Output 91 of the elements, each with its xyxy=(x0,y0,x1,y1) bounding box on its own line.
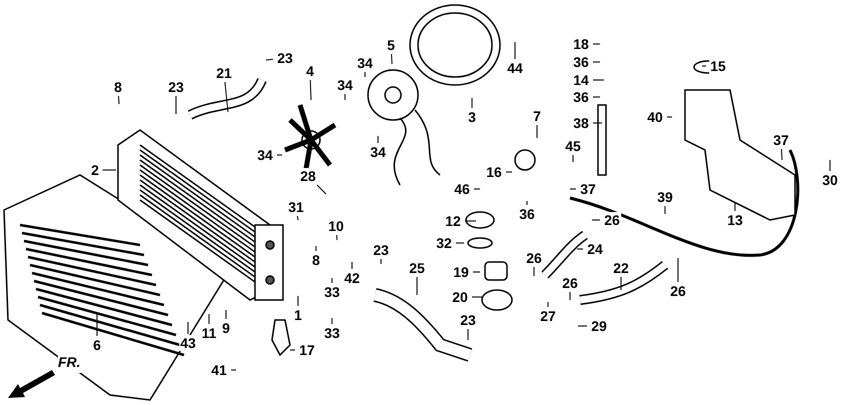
callout-number: 45 xyxy=(564,138,582,154)
callout-number: 26 xyxy=(561,275,579,291)
callout-number: 25 xyxy=(408,260,426,276)
callout-number: 26 xyxy=(525,250,543,266)
callout-number: 17 xyxy=(298,342,316,358)
callout-number: 26 xyxy=(603,212,621,228)
callout-number: 27 xyxy=(539,308,557,324)
leader-line xyxy=(224,82,228,112)
callout-number: 33 xyxy=(323,284,341,300)
callout-number: 21 xyxy=(215,65,233,81)
leader-line xyxy=(474,188,480,190)
leader-line xyxy=(416,276,418,296)
callout-number: 22 xyxy=(612,260,630,276)
callout-number: 46 xyxy=(453,181,471,197)
leader-line xyxy=(526,200,528,206)
callout-number: 19 xyxy=(452,264,470,280)
leader-line xyxy=(344,94,346,100)
callout-number: 12 xyxy=(444,213,462,229)
callout-number: 1 xyxy=(293,307,303,323)
callout-number: 2 xyxy=(90,162,100,178)
callout-number: 26 xyxy=(669,283,687,299)
leader-line xyxy=(96,312,98,336)
callout-number: 9 xyxy=(221,320,231,336)
callout-number: 8 xyxy=(113,79,123,95)
callout-number: 39 xyxy=(656,189,674,205)
leader-line xyxy=(592,96,600,98)
leader-line xyxy=(276,154,282,156)
callout-number: 14 xyxy=(572,72,590,88)
callout-number: 23 xyxy=(276,50,294,66)
callout-number: 23 xyxy=(459,312,477,328)
leader-line xyxy=(664,206,666,214)
leader-line xyxy=(336,234,338,240)
leader-line xyxy=(472,296,482,298)
leader-line xyxy=(780,148,782,160)
leader-line xyxy=(514,42,516,60)
callout-number: 32 xyxy=(435,235,453,251)
leader-line xyxy=(310,80,312,100)
callout-number: 29 xyxy=(590,318,608,334)
callout-number: 42 xyxy=(343,270,361,286)
callout-number: 31 xyxy=(287,199,305,215)
leader-line xyxy=(666,116,672,118)
callout-number: 11 xyxy=(200,325,218,341)
leader-line xyxy=(316,184,326,194)
callout-number: 37 xyxy=(772,132,790,148)
callout-number: 20 xyxy=(451,289,469,305)
leader-line xyxy=(464,220,476,222)
callout-number: 34 xyxy=(369,144,387,160)
leader-line xyxy=(570,188,576,190)
callout-number: 43 xyxy=(179,335,197,351)
callout-number: 38 xyxy=(572,115,590,131)
leader-line xyxy=(592,122,602,124)
callout-number: 36 xyxy=(518,206,536,222)
callout-number: 24 xyxy=(586,241,604,257)
callout-number: 23 xyxy=(372,242,390,258)
callout-number: 3 xyxy=(467,109,477,125)
callout-number: 36 xyxy=(572,89,590,105)
callout-number: 6 xyxy=(92,337,102,353)
callout-number: 23 xyxy=(167,79,185,95)
callout-number: 28 xyxy=(299,168,317,184)
callout-number: 10 xyxy=(327,218,345,234)
callout-number: 4 xyxy=(305,63,315,79)
leader-line xyxy=(296,216,298,220)
callout-number: 36 xyxy=(572,54,590,70)
leader-line xyxy=(734,202,736,212)
leader-line xyxy=(456,242,464,244)
callout-number: 37 xyxy=(579,181,597,197)
callout-number: 44 xyxy=(506,60,524,76)
leader-line xyxy=(536,124,538,138)
callout-number: 5 xyxy=(386,37,396,53)
callout-number: 8 xyxy=(311,252,321,268)
callout-number: 34 xyxy=(356,55,374,71)
callout-number: 7 xyxy=(532,108,542,124)
callout-number: 34 xyxy=(256,147,274,163)
leader-line xyxy=(572,154,574,162)
callout-number: 41 xyxy=(210,362,228,378)
callout-number: 15 xyxy=(709,58,727,74)
leader-line xyxy=(576,248,584,250)
callout-number: 13 xyxy=(726,212,744,228)
callout-number: 30 xyxy=(821,172,839,188)
callout-number: 18 xyxy=(572,36,590,52)
callout-number: 40 xyxy=(646,109,664,125)
leader-line xyxy=(208,314,210,324)
leader-line xyxy=(390,54,392,64)
leader-line xyxy=(266,58,274,60)
callout-number: 34 xyxy=(336,77,354,93)
leader-line xyxy=(118,96,120,104)
callout-number: 33 xyxy=(323,325,341,341)
leader-line xyxy=(380,258,382,264)
leader-line xyxy=(620,276,622,290)
leader-line xyxy=(364,72,366,78)
callout-number: 16 xyxy=(485,164,503,180)
